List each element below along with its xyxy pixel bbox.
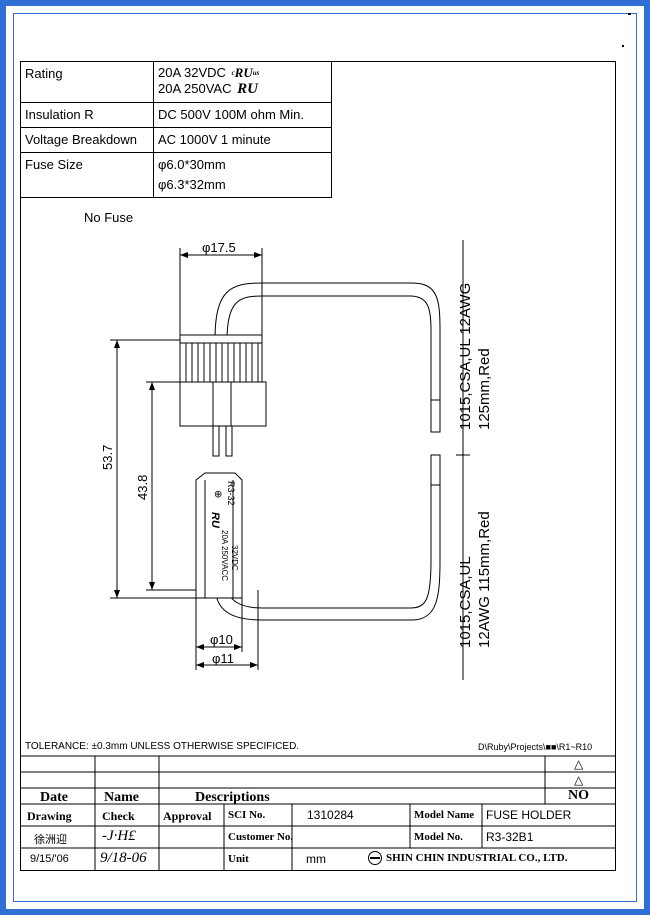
knurl-lines — [185, 340, 259, 382]
no-header: NO — [568, 788, 589, 803]
ground-mark: ⊕ — [212, 490, 223, 498]
body-text-1: 20A 250VACC — [220, 530, 229, 581]
dim-body-label: 43.8 — [135, 475, 150, 500]
scan-speck — [622, 45, 624, 47]
company-logo-icon — [368, 851, 382, 865]
knurled-cap — [179, 339, 263, 383]
wire-top-line-1: 1015,CSA,UL 12AWG — [457, 283, 474, 430]
model-no-label: Model No. — [414, 831, 463, 843]
spec-value: φ6.0*30mm φ6.3*32mm — [153, 152, 332, 198]
part-mark: R3-32 — [226, 481, 236, 506]
unit-label: Unit — [228, 853, 249, 865]
check-header: Check — [102, 809, 135, 823]
scan-speck — [628, 13, 631, 15]
drawing-header: Drawing — [27, 809, 72, 823]
unit-value: mm — [306, 852, 326, 866]
spec-value: 20A 32VDC cRUus 20A 250VAC RU — [153, 61, 332, 103]
customer-no-label: Customer No. — [228, 831, 294, 843]
model-name-value: FUSE HOLDER — [486, 808, 572, 822]
body-text-2: 32VDC — [230, 545, 239, 571]
spec-row-fuse-size: Fuse Size φ6.0*30mm φ6.3*32mm — [20, 152, 332, 198]
wire-bottom-line-2: 12AWG 115mm,Red — [476, 511, 493, 648]
check-signature: -J·H£ — [102, 828, 136, 844]
revision-triangle: △ — [574, 773, 584, 787]
drawing-date: 9/15/'06 — [30, 853, 69, 865]
spec-line: φ6.3*32mm — [158, 177, 226, 192]
sci-no-label: SCI No. — [228, 809, 266, 821]
model-no-value: R3-32B1 — [486, 830, 534, 844]
page-border-inner — [13, 13, 637, 902]
ur-mark: RU — [237, 81, 258, 97]
terminal — [225, 425, 233, 457]
drawer-name: 徐洲迎 — [34, 833, 67, 846]
spec-line: 20A 32VDC — [158, 65, 226, 80]
company-name: SHIN CHIN INDUSTRIAL CO., LTD. — [386, 852, 568, 864]
sci-no-value: 1310284 — [307, 808, 354, 822]
flange — [179, 381, 267, 427]
spec-value: DC 500V 100M ohm Min. — [153, 102, 332, 128]
check-date: 9/18-06 — [100, 850, 147, 866]
wire-bottom-line-1: 1015,CSA,UL — [457, 556, 474, 648]
dim-d10-label: φ10 — [210, 632, 233, 647]
name-header: Name — [104, 790, 139, 805]
spec-row-insulation: Insulation R DC 500V 100M ohm Min. — [20, 102, 332, 128]
descriptions-header: Descriptions — [195, 790, 270, 805]
revision-triangle: △ — [574, 757, 584, 771]
dim-top-label: φ17.5 — [202, 240, 236, 255]
spec-line: φ6.0*30mm — [158, 157, 226, 172]
wire-loop-top — [214, 282, 441, 400]
spec-label: Voltage Breakdown — [20, 127, 154, 153]
model-name-label: Model Name — [414, 809, 475, 821]
body-ur-mark: RU — [209, 512, 221, 529]
wire-loop-top-inner — [226, 295, 432, 400]
date-header: Date — [40, 790, 68, 805]
dim-total-label: 53.7 — [100, 445, 115, 470]
wire-end-top — [430, 399, 441, 433]
spec-line: 20A 250VAC — [158, 81, 232, 96]
wire-end-bottom — [430, 454, 441, 486]
spec-row-rating: Rating 20A 32VDC cRUus 20A 250VAC RU — [20, 61, 332, 103]
approval-header: Approval — [163, 809, 212, 823]
tolerance-note: TOLERANCE: ±0.3mm UNLESS OTHERWISE SPECI… — [25, 741, 300, 752]
dimension-arrows — [114, 252, 262, 668]
wire-loop-bottom — [214, 480, 441, 621]
terminal — [212, 425, 220, 457]
dim-d11-label: φ11 — [212, 651, 234, 666]
wire-top-line-2: 125mm,Red — [476, 348, 493, 430]
cul-us-mark: cRUus — [231, 65, 260, 80]
no-fuse-note: No Fuse — [84, 210, 134, 225]
spec-table: Rating 20A 32VDC cRUus 20A 250VAC RU Ins… — [20, 61, 332, 198]
file-path: D\Ruby\Projects\■■\R1~R10 — [478, 742, 593, 752]
